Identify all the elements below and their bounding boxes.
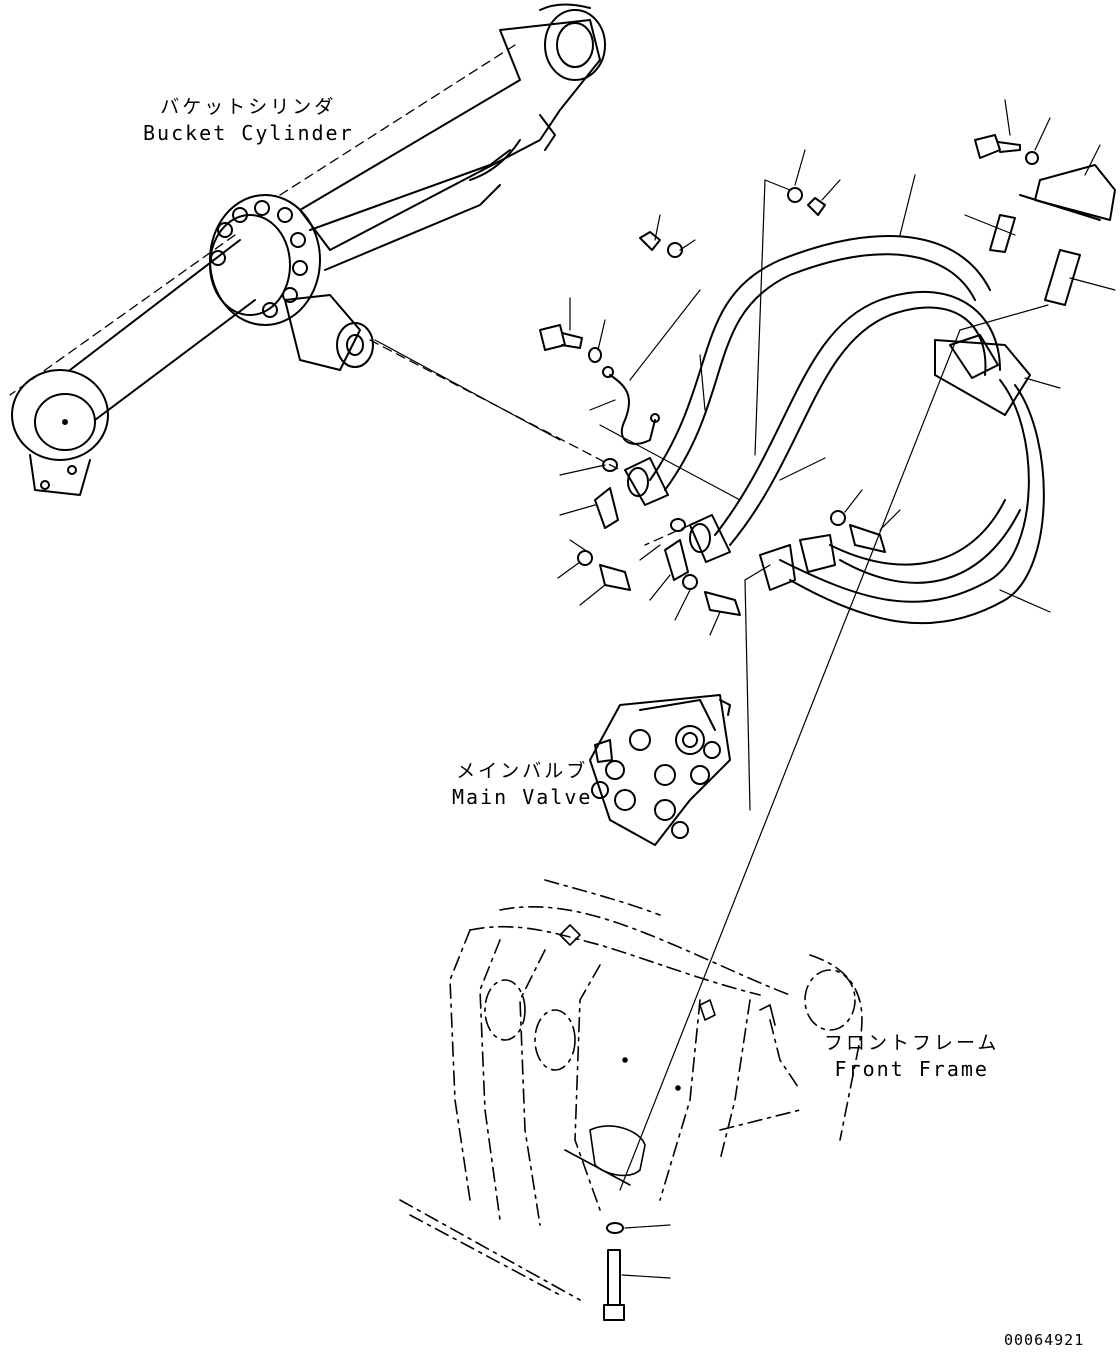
label-bucket-cylinder-en: Bucket Cylinder <box>143 121 354 145</box>
bucket-cylinder <box>11 3 606 496</box>
label-main-valve-en: Main Valve <box>452 785 593 809</box>
label-front-frame-jp: フロントフレーム <box>824 1032 1000 1054</box>
label-front-frame-en: Front Frame <box>834 1057 989 1081</box>
hoses <box>624 235 1045 625</box>
item-leaders <box>557 99 1116 1279</box>
label-front-frame: フロントフレーム Front Frame <box>824 1034 999 1085</box>
front-frame-details <box>559 924 776 1186</box>
label-bucket-cylinder-jp: バケットシリンダ <box>160 96 337 118</box>
label-bucket-cylinder: バケットシリンダ Bucket Cylinder <box>143 98 354 149</box>
label-main-valve-jp: メインバルブ <box>456 760 589 782</box>
label-main-valve: メインバルブ Main Valve <box>452 762 592 813</box>
main-valve <box>589 694 731 846</box>
front-frame <box>399 879 863 1301</box>
hardware <box>539 134 1116 1321</box>
drawing-number: 00064921 <box>1004 1331 1085 1349</box>
leader-lines <box>374 179 1049 1191</box>
